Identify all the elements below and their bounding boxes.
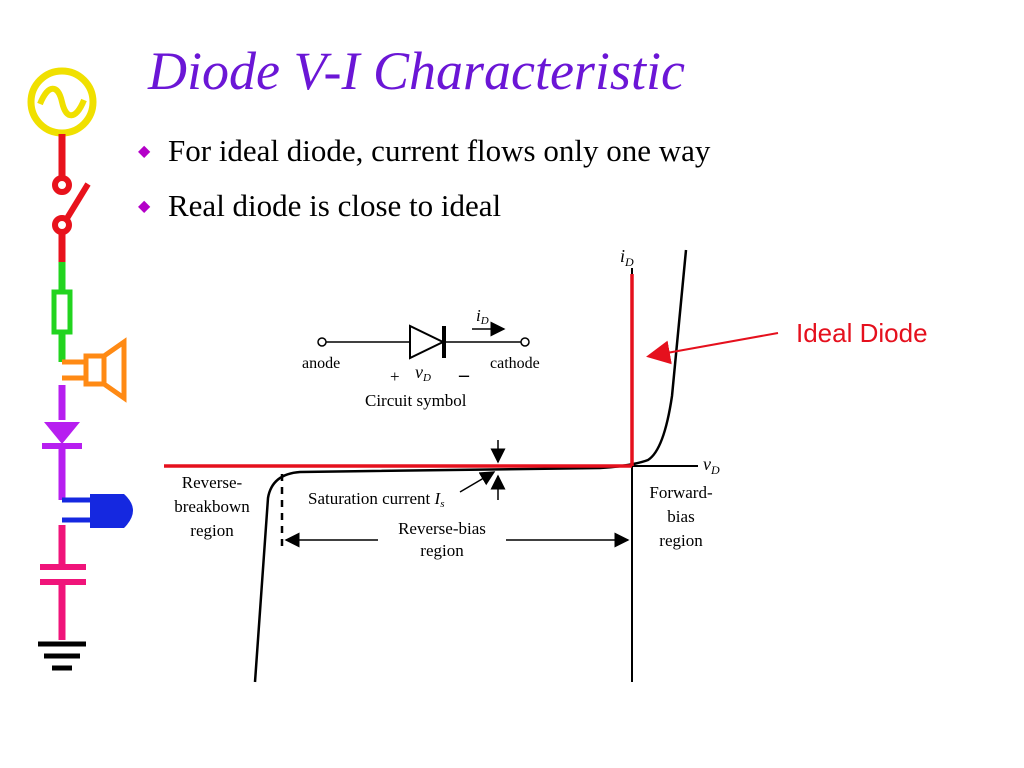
anode-label: anode xyxy=(302,355,340,372)
cathode-terminal xyxy=(520,337,530,347)
plug-icon xyxy=(62,494,133,528)
reverse-bias-label-2: region xyxy=(420,541,464,560)
switch-icon xyxy=(52,134,91,262)
reverse-breakdown-label-1: Reverse- xyxy=(182,473,243,492)
bullet-item-1: ◆ For ideal diode, current flows only one… xyxy=(138,133,710,169)
anode-terminal xyxy=(317,337,327,347)
forward-bias-label-2: bias xyxy=(667,507,694,526)
bullet-text: Real diode is close to ideal xyxy=(168,188,502,223)
forward-bias-label-3: region xyxy=(659,531,703,550)
bullet-item-2: ◆ Real diode is close to ideal xyxy=(138,188,501,224)
forward-bias-label-1: Forward- xyxy=(649,483,713,502)
ideal-diode-label: Ideal Diode xyxy=(796,318,928,348)
reverse-breakdown-label-2: breakbown xyxy=(174,497,250,516)
current-axis-label: iD xyxy=(620,246,634,269)
capacitor-icon xyxy=(40,525,86,640)
ground-icon xyxy=(38,641,86,671)
diode-icon xyxy=(42,385,82,500)
svg-text:iD: iD xyxy=(476,306,489,327)
slide-title: Diode V-I Characteristic xyxy=(148,41,685,101)
minus-sign: – xyxy=(458,364,470,386)
fuse-icon xyxy=(51,262,73,362)
reverse-bias-label-1: Reverse-bias xyxy=(398,519,486,538)
reverse-breakdown-label-3: region xyxy=(190,521,234,540)
circuit-symbol-caption: Circuit symbol xyxy=(365,391,467,410)
voltage-symbol: vD xyxy=(415,362,431,384)
diamond-bullet-icon: ◆ xyxy=(138,142,151,160)
bullet-text: For ideal diode, current flows only one … xyxy=(168,133,711,168)
saturation-pointer xyxy=(459,471,496,493)
plus-sign: + xyxy=(390,367,400,386)
cathode-label: cathode xyxy=(490,355,540,372)
circuit-symbol: iD anode cathode + vD – Circuit symbol xyxy=(302,306,540,410)
ac-source-icon xyxy=(27,67,97,137)
voltage-axis-label: vD xyxy=(703,454,720,477)
diode-symbol-icon xyxy=(409,324,446,360)
speaker-icon xyxy=(62,337,127,403)
diamond-bullet-icon: ◆ xyxy=(138,197,151,215)
ideal-diode-pointer-arrow xyxy=(646,332,779,365)
saturation-current-label: Saturation current Is xyxy=(308,489,444,510)
decorative-circuit-strip xyxy=(27,67,133,671)
